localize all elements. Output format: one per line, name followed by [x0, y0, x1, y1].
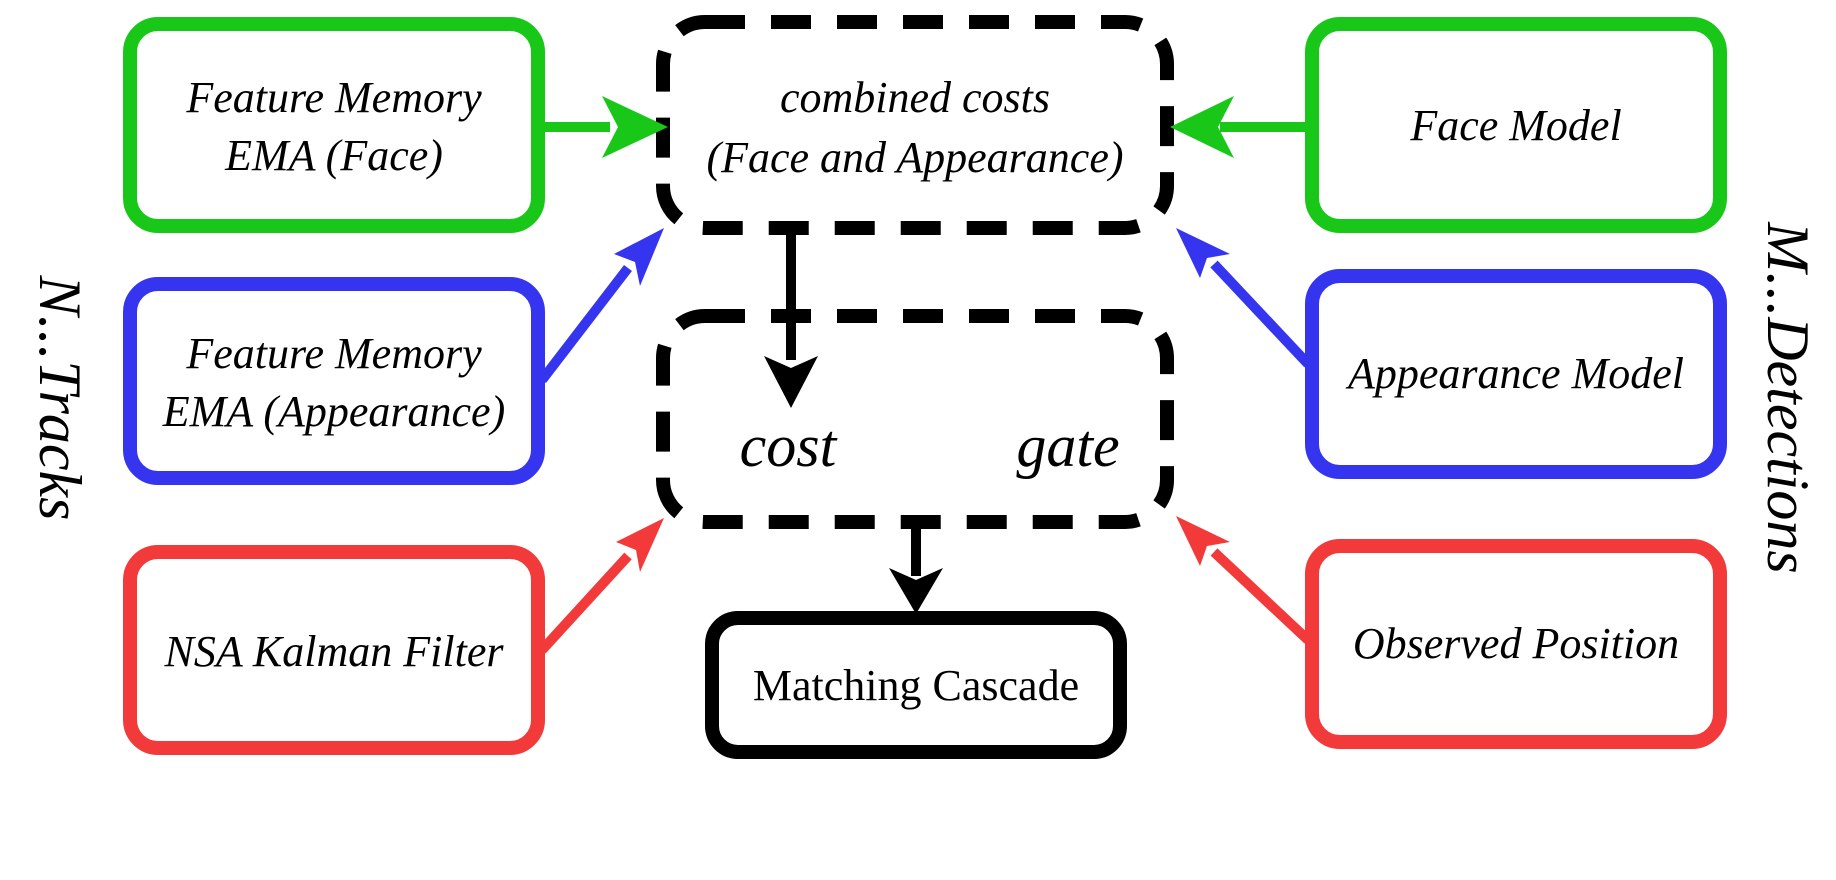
arrow-face-model-to-combined	[1170, 96, 1308, 158]
arrow-face-memory-to-combined	[545, 96, 668, 158]
face-memory-line1: Feature Memory	[185, 73, 482, 122]
appearance-memory-line1: Feature Memory	[185, 329, 482, 378]
kalman-filter-label: NSA Kalman Filter	[164, 627, 505, 676]
detections-side-label: M...Detections	[1755, 221, 1821, 574]
matching-cascade-label: Matching Cascade	[753, 661, 1079, 710]
combined-costs-line1: combined costs	[780, 73, 1050, 122]
arrow-costgate-to-cascade	[889, 524, 943, 614]
cost-gate-box	[656, 309, 1174, 529]
gate-label: gate	[1016, 413, 1119, 479]
face-memory-line2: EMA (Face)	[224, 131, 443, 180]
observed-position-label: Observed Position	[1353, 619, 1679, 668]
kalman-filter-box	[123, 545, 545, 755]
arrow-combined-to-cost	[764, 232, 818, 408]
observed-position-box	[1305, 539, 1727, 749]
arrow-kalman-to-costgate	[538, 518, 664, 654]
tracks-side-label: N...Tracks	[27, 274, 93, 520]
arrow-observed-position-to-costgate	[1176, 516, 1312, 644]
appearance-model-label: Appearance Model	[1345, 349, 1684, 398]
appearance-model-box	[1305, 269, 1727, 479]
cost-label: cost	[740, 413, 838, 479]
face-model-box	[1305, 17, 1727, 233]
face-model-label: Face Model	[1409, 101, 1621, 150]
combined-costs-box	[656, 15, 1174, 235]
appearance-memory-line2: EMA (Appearance)	[162, 387, 506, 436]
appearance-memory-box	[123, 277, 545, 485]
matching-cascade-box	[705, 611, 1127, 759]
arrow-appearance-memory-to-combined	[538, 228, 664, 384]
arrow-appearance-model-to-combined	[1176, 228, 1312, 368]
combined-costs-line2: (Face and Appearance)	[706, 133, 1123, 182]
face-memory-box	[123, 17, 545, 233]
